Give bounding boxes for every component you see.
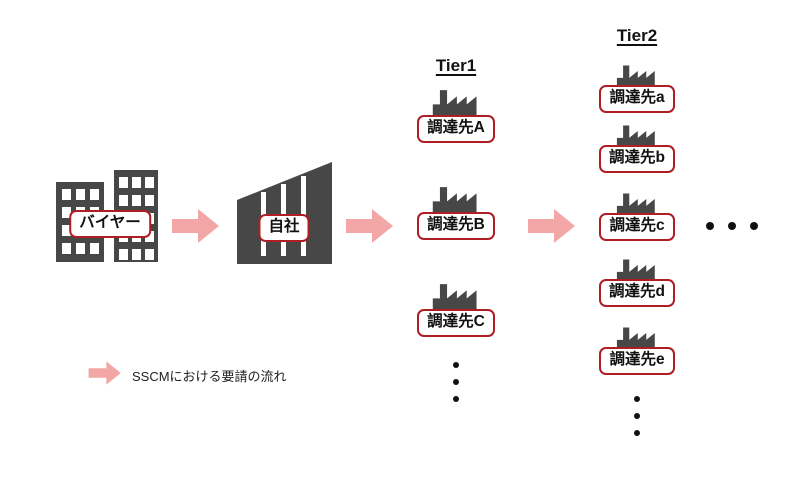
legend-arrow-icon — [88, 360, 122, 386]
tier1-supplier-b: 調達先B — [413, 185, 499, 240]
flow-arrow-icon — [528, 207, 576, 245]
tier2-supplier-a: 調達先a — [594, 64, 680, 113]
supplier-label: 調達先A — [417, 115, 495, 143]
tier2-supplier-c: 調達先c — [594, 192, 680, 241]
tier1-supplier-a: 調達先A — [413, 88, 499, 143]
tier2-header: Tier2 — [616, 26, 658, 45]
supplier-label: 調達先e — [599, 347, 675, 375]
buyer-node: バイヤー — [52, 166, 168, 262]
tier2-ellipsis — [634, 396, 640, 436]
own-company-node: 自社 — [236, 158, 332, 264]
tier2-supplier-b: 調達先b — [594, 124, 680, 173]
more-tiers-ellipsis — [706, 222, 758, 230]
supplier-label: 調達先B — [417, 212, 495, 240]
buyer-label: バイヤー — [69, 210, 151, 238]
tier1-header: Tier1 — [435, 56, 477, 75]
supplier-label: 調達先d — [599, 279, 675, 307]
supplier-label: 調達先a — [599, 85, 675, 113]
tier1-supplier-c: 調達先C — [413, 282, 499, 337]
tier2-supplier-e: 調達先e — [594, 326, 680, 375]
legend-text: SSCMにおける要請の流れ — [132, 369, 287, 384]
own-company-label: 自社 — [258, 214, 310, 242]
tier1-ellipsis — [453, 362, 459, 402]
supplier-label: 調達先C — [417, 309, 495, 337]
supplier-label: 調達先b — [599, 145, 675, 173]
flow-arrow-icon — [346, 207, 394, 245]
office-building-icon — [236, 162, 332, 264]
tier2-supplier-d: 調達先d — [594, 258, 680, 307]
flow-arrow-icon — [172, 207, 220, 245]
supplier-label: 調達先c — [599, 213, 675, 241]
